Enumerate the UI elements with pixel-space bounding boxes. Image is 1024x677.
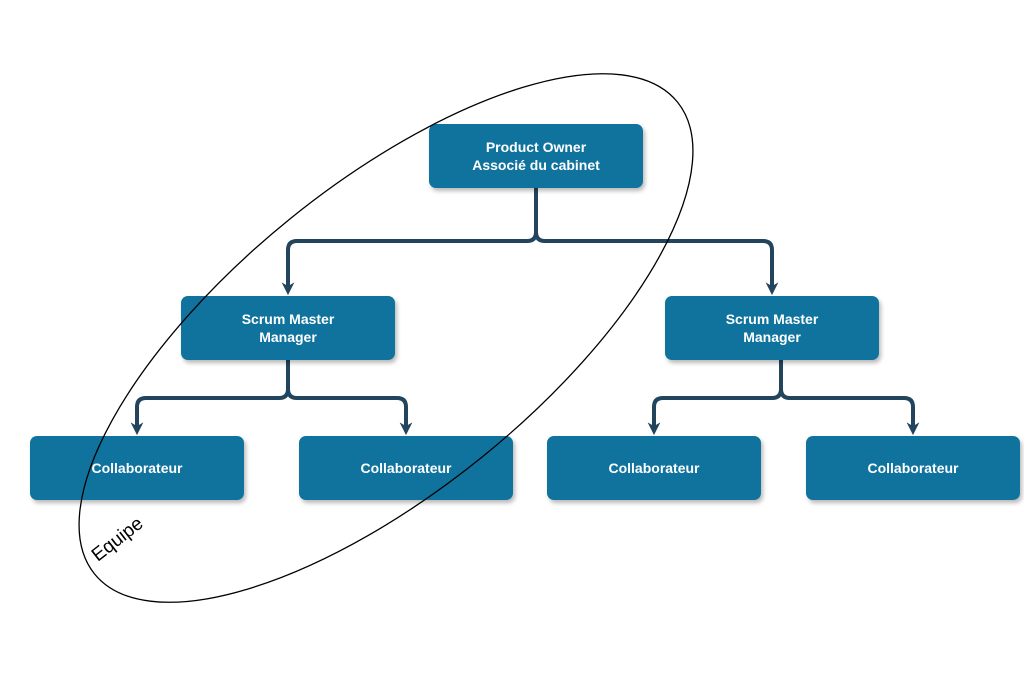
scrum-master-left-node: Scrum Master Manager (181, 296, 395, 360)
product-owner-node: Product Owner Associé du cabinet (429, 124, 643, 188)
collaborateur-label-4: Collaborateur (867, 460, 959, 476)
collaborateur-node-2: Collaborateur (299, 436, 513, 500)
scrum-master-left-title: Scrum Master (241, 311, 335, 327)
scrum-master-right-subtitle: Manager (743, 329, 801, 345)
connector-sm-left-to-collab-1 (130, 358, 290, 436)
collaborateur-node-4: Collaborateur (806, 436, 1020, 500)
collaborateur-label-1: Collaborateur (91, 460, 183, 476)
collaborateur-node-1: Collaborateur (30, 436, 244, 500)
collaborateur-label-3: Collaborateur (608, 460, 700, 476)
collaborateur-label-2: Collaborateur (360, 460, 452, 476)
connector-po-to-sm-right (534, 186, 779, 296)
connector-sm-right-to-collab-4 (779, 358, 920, 436)
collaborateur-node-3: Collaborateur (547, 436, 761, 500)
scrum-master-right-node: Scrum Master Manager (665, 296, 879, 360)
product-owner-subtitle: Associé du cabinet (472, 157, 600, 173)
product-owner-title: Product Owner (485, 139, 587, 155)
scrum-master-left-subtitle: Manager (259, 329, 317, 345)
connector-sm-right-to-collab-3 (647, 358, 783, 436)
scrum-master-right-title: Scrum Master (725, 311, 819, 327)
connector-sm-left-to-collab-2 (286, 358, 413, 436)
connector-po-to-sm-left (281, 186, 538, 296)
